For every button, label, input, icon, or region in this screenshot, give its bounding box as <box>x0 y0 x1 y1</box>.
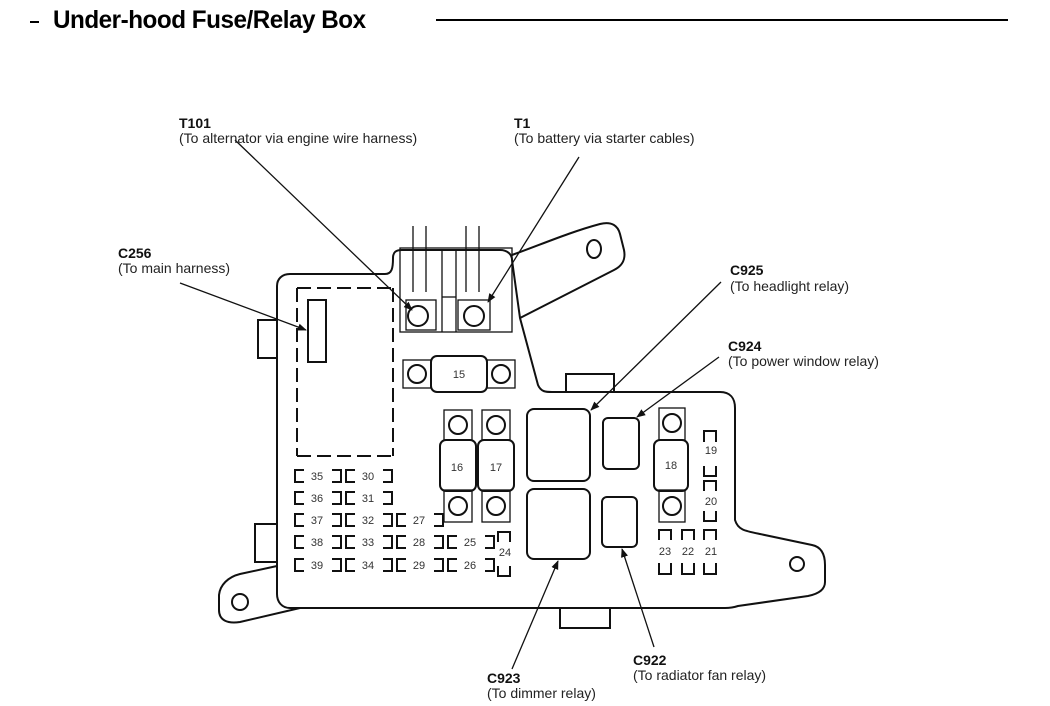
fuse-26[interactable]: 26 <box>464 560 476 572</box>
mini-fuse-slot <box>345 491 393 505</box>
mini-fuse-slot <box>294 535 342 549</box>
fuse-18-label: 18 <box>665 460 677 472</box>
fuse-16-label: 16 <box>451 462 463 474</box>
mini-fuse-slot <box>294 558 342 572</box>
title-rule <box>436 19 1008 21</box>
fuse-29[interactable]: 29 <box>413 560 425 572</box>
left-mount-hole <box>231 593 249 611</box>
svg-text:C922: C922 <box>633 652 667 668</box>
mini-fuse-slot <box>345 469 393 483</box>
svg-text:(To main harness): (To main harness) <box>118 260 230 276</box>
fuse-39[interactable]: 39 <box>311 560 323 572</box>
callout-c924: C924 (To power window relay) <box>728 338 879 369</box>
t101-stud <box>407 305 429 327</box>
mini-fuse-slot <box>447 535 495 549</box>
bottom-tab <box>559 607 611 629</box>
main-harness-region <box>296 287 394 457</box>
left-mount-bracket <box>218 565 301 624</box>
fuse-16[interactable] <box>439 439 477 492</box>
fuse-35[interactable]: 35 <box>311 471 323 483</box>
relay-socket-c924[interactable] <box>602 417 640 470</box>
fuse-30[interactable]: 30 <box>362 471 374 483</box>
mini-fuse-slot <box>396 535 444 549</box>
upper-mount-bracket <box>511 222 626 319</box>
svg-text:(To power window relay): (To power window relay) <box>728 353 879 369</box>
leader-c923 <box>511 560 559 670</box>
callout-t101: T101 (To alternator via engine wire harn… <box>179 115 417 146</box>
fuse-23[interactable]: 23 <box>659 546 671 558</box>
mini-fuse-slot <box>345 535 393 549</box>
svg-text:(To alternator via engine wire: (To alternator via engine wire harness) <box>179 130 417 146</box>
relay-socket-c923[interactable] <box>526 488 591 560</box>
right-mount-hole <box>789 556 805 572</box>
mini-fuse-slot <box>345 558 393 572</box>
relay-socket-c922[interactable] <box>601 496 638 548</box>
svg-text:C924: C924 <box>728 338 762 354</box>
fuse-20[interactable]: 20 <box>705 496 717 508</box>
fuse-21[interactable]: 21 <box>705 546 717 558</box>
relay-socket-c925[interactable] <box>526 408 591 482</box>
fuse-25[interactable]: 25 <box>464 537 476 549</box>
t1-terminal <box>457 299 491 331</box>
fuse-28[interactable]: 28 <box>413 537 425 549</box>
leader-c924 <box>636 356 720 418</box>
left-tab-upper <box>257 319 278 359</box>
callout-c925: C925 (To headlight relay) <box>730 262 849 294</box>
fuse-38[interactable]: 38 <box>311 537 323 549</box>
leader-c922 <box>621 548 655 648</box>
upper-mount-hole <box>586 239 602 259</box>
mini-fuse-grid: 35 30 36 31 37 32 27 38 33 28 25 39 34 29 26 <box>294 469 495 572</box>
svg-text:C923: C923 <box>487 670 521 686</box>
c256-connector <box>307 299 327 363</box>
leader-c925 <box>590 281 722 411</box>
callout-t1: T1 (To battery via starter cables) <box>514 115 695 146</box>
leader-c256 <box>179 282 307 331</box>
mini-fuse-slot <box>396 513 444 527</box>
mini-fuse-slot <box>294 491 342 505</box>
fuse-31[interactable]: 31 <box>362 493 374 505</box>
fuse-34[interactable]: 34 <box>362 560 374 572</box>
svg-text:(To battery via starter cables: (To battery via starter cables) <box>514 130 695 146</box>
mini-fuse-slot <box>294 469 342 483</box>
leader-t1 <box>487 156 580 303</box>
mini-fuse-slot <box>447 558 495 572</box>
fuse-15-label: 15 <box>453 369 465 381</box>
fuse-32[interactable]: 32 <box>362 515 374 527</box>
fuse-15[interactable] <box>430 355 488 393</box>
fuse-27[interactable]: 27 <box>413 515 425 527</box>
callout-c256: C256 (To main harness) <box>118 245 230 276</box>
left-tab-lower <box>254 523 278 563</box>
mini-fuse-slot <box>345 513 393 527</box>
svg-text:T1: T1 <box>514 115 531 131</box>
svg-text:T101: T101 <box>179 115 211 131</box>
callout-c923: C923 (To dimmer relay) <box>487 670 596 701</box>
fuse-17[interactable] <box>477 439 515 492</box>
svg-text:(To dimmer relay): (To dimmer relay) <box>487 685 596 701</box>
svg-text:(To headlight relay): (To headlight relay) <box>730 278 849 294</box>
svg-text:(To radiator fan relay): (To radiator fan relay) <box>633 667 766 683</box>
fuse-37[interactable]: 37 <box>311 515 323 527</box>
housing-outline <box>276 249 826 609</box>
fuse-36[interactable]: 36 <box>311 493 323 505</box>
callout-c922: C922 (To radiator fan relay) <box>633 652 766 683</box>
fuse-19[interactable]: 19 <box>705 445 717 457</box>
fuse-33[interactable]: 33 <box>362 537 374 549</box>
fuse-24[interactable]: 24 <box>499 547 511 559</box>
t101-terminal <box>405 299 437 331</box>
mini-fuse-slot <box>396 558 444 572</box>
top-tab <box>565 373 615 393</box>
fuse-22[interactable]: 22 <box>682 546 694 558</box>
fuse-18[interactable] <box>653 439 689 492</box>
t1-stud <box>463 305 485 327</box>
svg-text:C925: C925 <box>730 262 764 278</box>
svg-text:C256: C256 <box>118 245 152 261</box>
page-title: Under-hood Fuse/Relay Box <box>53 6 366 34</box>
mini-fuse-slot <box>294 513 342 527</box>
fuse-17-label: 17 <box>490 462 502 474</box>
leader-t101 <box>234 139 413 311</box>
title-dash <box>30 21 39 23</box>
